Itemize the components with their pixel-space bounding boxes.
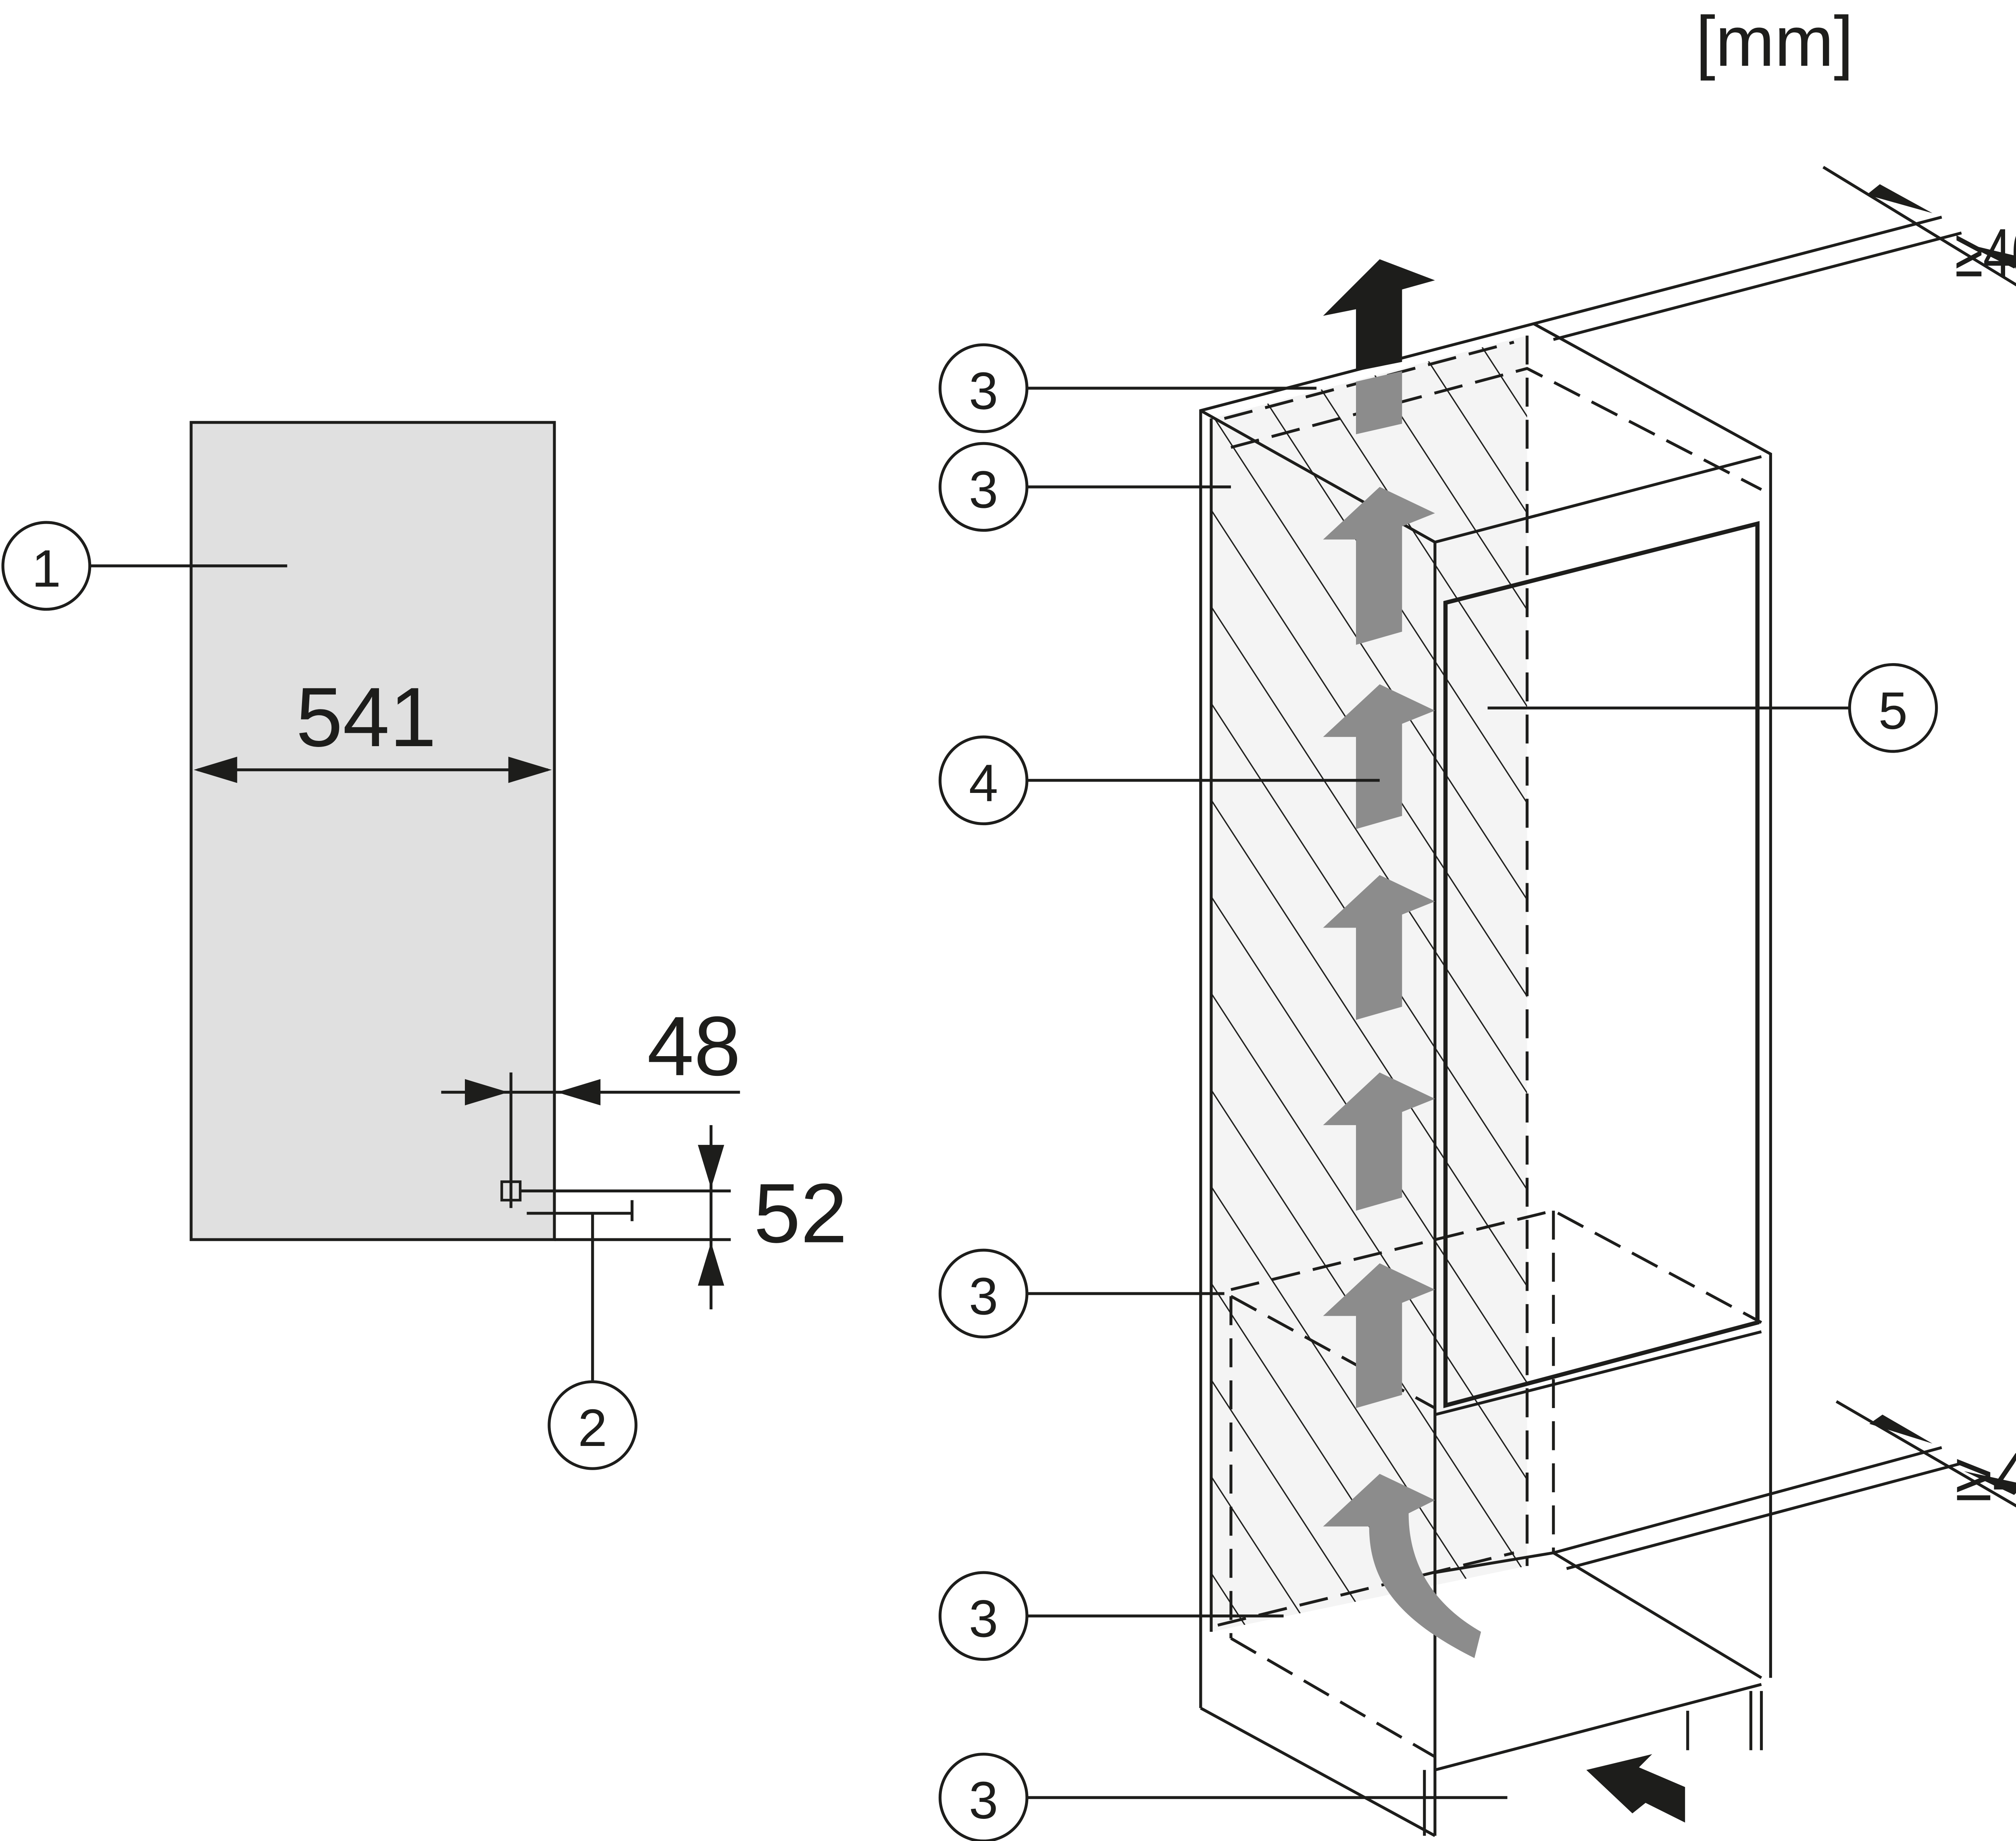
hidden-edge [1231,1209,1762,1324]
unit-label: [mm] [1695,2,1854,81]
arrowhead [698,1145,725,1188]
hidden-edge [1231,367,1762,491]
compartment-divider [1435,1330,1762,1416]
callout-3-top-vent [938,343,1029,433]
clearance-bottom-value: ≥40 [1955,1438,2016,1515]
arrowhead-right [508,757,552,783]
callout-3-base [938,1752,1029,1841]
exhaust-arrow-icon [1323,259,1435,371]
niche-width-value: 541 [296,670,437,764]
callout-4-label: 4 [969,753,998,812]
arrowhead [1869,1415,1933,1444]
airflow-arrow [1323,875,1435,1020]
arrowhead [1964,1471,2016,1495]
callout-3-middle [938,1248,1029,1339]
callout-4 [938,735,1029,826]
clearance-line [1533,216,1942,325]
callouts: 1 2 3 3 4 3 3 3 5 [1,343,1938,1841]
clearance-dimension-line [1822,166,2016,287]
callout-1 [1,521,92,611]
callout-3-label: 3 [969,1589,998,1648]
airflow-arrow [1323,1072,1435,1211]
clearance-line [1553,1446,1942,1554]
callout-3-label: 3 [969,1267,998,1326]
arrowhead [557,1079,601,1106]
arrowhead [698,1242,725,1286]
socket-offset-h-value: 48 [647,999,741,1093]
callout-3-bottom-vent [938,1571,1029,1661]
airflow-arrow-curved [1323,1474,1481,1658]
socket-offset-v-value: 52 [754,1167,847,1261]
callout-2 [548,1380,637,1470]
arrowhead [465,1079,508,1106]
arrowhead [1866,184,1933,213]
clearance-line [1566,1462,1962,1570]
callout-3-label: 3 [969,1771,998,1830]
callout-2-label: 2 [578,1398,607,1457]
callout-1-label: 1 [32,539,61,598]
hidden-edge [1230,1637,1436,1758]
arrowhead-left [194,757,237,783]
wall-panel [190,421,556,1241]
intake-arrow-icon [1586,1754,1685,1823]
niche-back-wall: 541 48 52 [190,421,848,1310]
callout-3-upper [938,442,1029,532]
airflow-arrow [1356,371,1402,435]
callout-3-label: 3 [969,362,998,420]
callout-5 [1848,663,1938,753]
airflow-arrow [1323,487,1435,645]
airflow-arrow [1323,1263,1435,1408]
cabinet-drawing: ≥40 ≥40 [1199,166,2016,1837]
callout-3-label: 3 [969,460,998,519]
appliance-door [1443,521,1760,1408]
airflow-arrows [1323,371,1481,1658]
clearance-top-value: ≥40 [1955,214,2016,291]
clearance-line [1553,231,1962,341]
bottom-vent-grille [1217,1551,1514,1627]
housing-bottom-left [1200,1707,1436,1837]
callout-5-label: 5 [1879,681,1908,740]
housing-bottom-front [1435,1683,1762,1772]
arrowhead [1964,243,2016,268]
airflow-arrow [1323,684,1435,829]
